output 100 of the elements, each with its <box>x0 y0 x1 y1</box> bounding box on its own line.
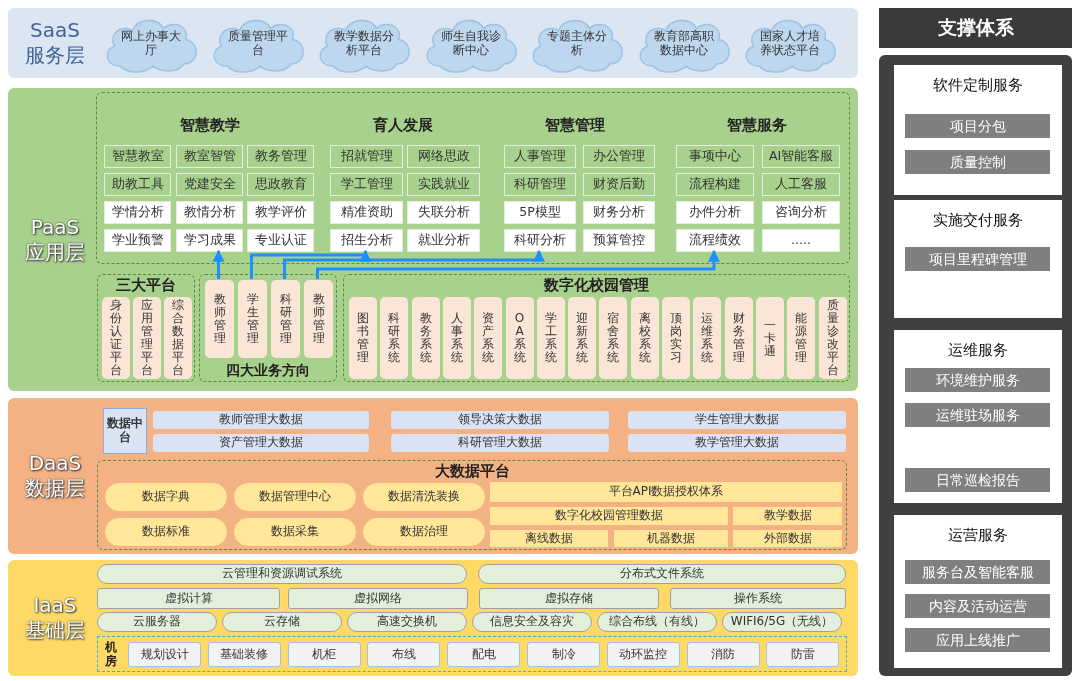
module-box: 党建安全 <box>176 173 243 196</box>
room-item-box: 防雷 <box>766 642 840 667</box>
group-heading: 四大业务方向 <box>225 361 311 378</box>
card-heading: 运营服务 <box>947 527 1009 545</box>
module-box: 精准资助 <box>330 201 403 224</box>
infra-pill: 云管理和资源调试系统 <box>97 564 467 584</box>
service-bar: 项目分包 <box>905 114 1050 138</box>
data-box: 教学数据 <box>732 506 843 526</box>
room-item-box: 基础装修 <box>207 642 281 667</box>
module-box: 科研分析 <box>504 229 576 252</box>
system-box: 应用管理平台 <box>133 297 161 379</box>
data-box: 机器数据 <box>613 529 729 548</box>
service-bar: 内容及活动运营 <box>905 594 1050 618</box>
data-pill: 数据管理中心 <box>233 482 357 512</box>
module-box: ..... <box>762 229 840 252</box>
data-box: 学生管理大数据 <box>627 410 847 430</box>
system-box: 教师管理 <box>205 280 234 358</box>
service-bar: 日常巡检报告 <box>905 468 1050 492</box>
infra-pill: 分布式文件系统 <box>478 564 846 584</box>
title-bar: 支撑体系 <box>879 8 1072 48</box>
arrow <box>283 249 545 279</box>
data-hub-box: 数据中台 <box>103 408 147 454</box>
service-bar: 应用上线推广 <box>905 628 1050 652</box>
infra-box: 虚拟网络 <box>288 588 468 609</box>
module-box: 智慧教室 <box>104 145 171 168</box>
card-heading: 实施交付服务 <box>932 212 1024 230</box>
module-box: 学业预警 <box>104 229 171 252</box>
module-box: AI智能客服 <box>762 145 840 168</box>
infra-pill: 云存储 <box>222 612 342 632</box>
module-box: 科研管理 <box>504 173 576 196</box>
module-box: 预算管控 <box>583 229 655 252</box>
infra-box: 操作系统 <box>670 588 846 609</box>
module-box: 助教工具 <box>104 173 171 196</box>
system-box: 财务管理 <box>724 297 753 379</box>
module-box: 学工管理 <box>330 173 403 196</box>
data-pill: 数据字典 <box>104 482 228 512</box>
layer-band <box>8 8 858 78</box>
card-heading: 软件定制服务 <box>932 77 1024 95</box>
system-box: 顶岗实习 <box>662 297 690 379</box>
column-heading: 智慧管理 <box>544 116 606 135</box>
data-pill: 数据采集 <box>233 517 357 547</box>
service-card <box>894 65 1062 195</box>
module-box: 财资后勤 <box>583 173 655 196</box>
system-box: 人事系统 <box>442 297 471 379</box>
data-box: 平台API数据授权体系 <box>489 481 843 503</box>
infra-pill: WIFI6/5G（无线） <box>722 612 842 632</box>
system-box: 学工系统 <box>536 297 565 379</box>
system-box: 科研系统 <box>380 297 409 379</box>
module-box: 流程构建 <box>676 173 754 196</box>
group-heading: 数字化校园管理 <box>543 277 650 295</box>
room-item-box: 配电 <box>447 642 521 667</box>
module-box: 5P模型 <box>504 201 576 224</box>
module-box: 实践就业 <box>407 173 480 196</box>
system-box: 图书管理 <box>349 297 377 379</box>
module-box: 思政教育 <box>247 173 314 196</box>
dashed-group <box>97 274 195 382</box>
column-heading: 智慧服务 <box>726 116 788 135</box>
dashed-group <box>97 460 847 550</box>
module-box: 人工客服 <box>762 173 840 196</box>
system-box: 综合数据平台 <box>164 297 192 379</box>
group-heading: 大数据平台 <box>433 463 511 481</box>
data-box: 外部数据 <box>732 529 843 548</box>
data-pill: 数据治理 <box>362 517 486 547</box>
system-box: 能源管理 <box>787 297 816 379</box>
data-pill: 数据清洗装换 <box>362 482 486 512</box>
layer-band <box>8 398 858 554</box>
service-card <box>894 200 1062 318</box>
layer-label: IaaS 基础层 <box>24 593 86 643</box>
service-bar: 环境维护服务 <box>905 368 1050 392</box>
arrow <box>212 249 225 279</box>
module-box: 教情分析 <box>176 201 243 224</box>
system-box: OA系统 <box>505 297 534 379</box>
system-box: 教务系统 <box>411 297 440 379</box>
data-box: 数字化校园管理数据 <box>489 506 729 526</box>
room-item-box: 制冷 <box>527 642 600 667</box>
infra-pill: 综合布线（有线） <box>597 612 717 632</box>
support-panel <box>879 55 1072 676</box>
system-box: 离校系统 <box>630 297 659 379</box>
system-box: 宿舍系统 <box>599 297 628 379</box>
module-box: 办公管理 <box>583 145 655 168</box>
card-heading: 运维服务 <box>947 342 1009 360</box>
layer-band <box>8 560 858 676</box>
infra-pill: 高速交换机 <box>347 612 467 632</box>
data-box: 教师管理大数据 <box>152 410 370 430</box>
system-box: 科研管理 <box>271 280 300 358</box>
layer-label: SaaS 服务层 <box>24 18 86 68</box>
data-box: 离线数据 <box>489 529 609 548</box>
module-box: 咨询分析 <box>762 201 840 224</box>
module-box: 就业分析 <box>407 229 480 252</box>
data-box: 领导决策大数据 <box>390 410 610 430</box>
data-pill: 数据标准 <box>104 517 228 547</box>
dashed-group <box>199 274 337 382</box>
module-box: 学情分析 <box>104 201 171 224</box>
group-heading: 三大平台 <box>115 277 177 295</box>
service-bar: 项目里程碑管理 <box>905 247 1050 271</box>
module-box: 网络思政 <box>407 145 480 168</box>
module-box: 教室智管 <box>176 145 243 168</box>
layer-band <box>8 88 858 391</box>
room-item-box: 动环监控 <box>606 642 680 667</box>
infra-box: 虚拟计算 <box>97 588 280 609</box>
